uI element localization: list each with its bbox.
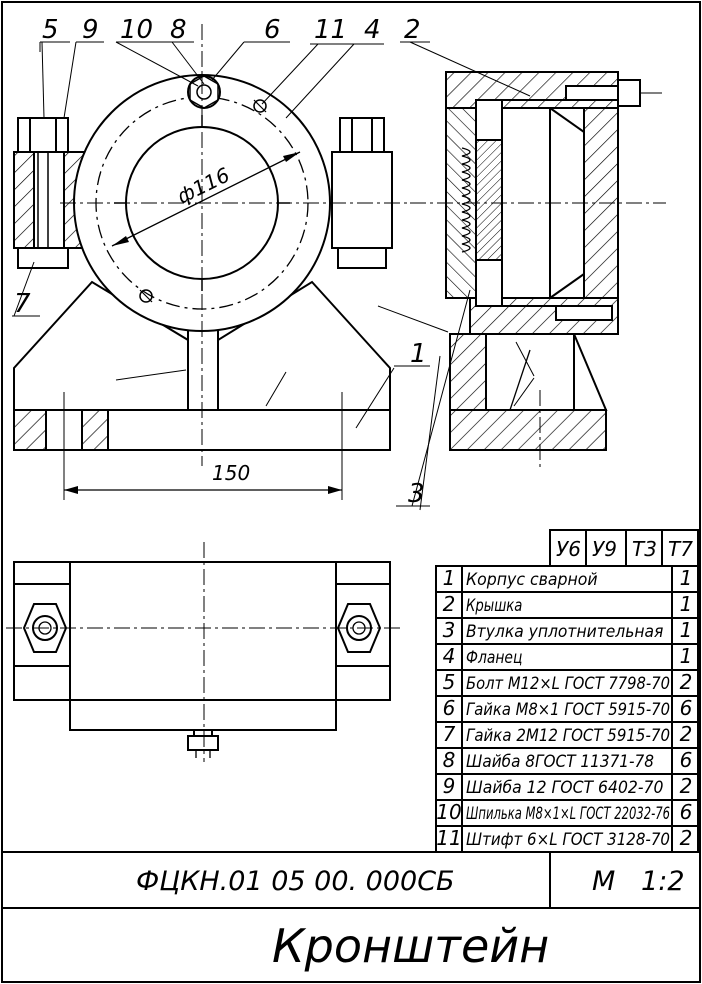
support-post (187, 329, 219, 411)
callout-5: 5 (42, 15, 59, 45)
scale-label: М 1:2 (592, 866, 685, 897)
lug-right (331, 151, 393, 249)
callout-9: 9 (82, 15, 99, 45)
table-row-quantity: 1 (680, 592, 693, 616)
table-row-name: Шайба 12 ГОСТ 6402-70 (466, 778, 663, 798)
table-row-position: 10 (436, 800, 461, 824)
table-row-quantity: 6 (680, 800, 693, 824)
table-row-position: 1 (443, 566, 456, 590)
table-row-name: Фланец (466, 648, 522, 668)
base-hatch-left (13, 409, 47, 451)
table-row-name: Гайка 2М12 ГОСТ 5915-70 (466, 726, 670, 746)
table-row-name: Втулка уплотнительная (466, 622, 663, 642)
callout-6: 6 (264, 15, 281, 45)
stud-section-top (565, 85, 625, 101)
table-row-position: 6 (443, 696, 456, 720)
table-row-quantity: 6 (680, 748, 693, 772)
pin-bottom (139, 289, 153, 303)
drawing-title: Кронштейн (272, 919, 549, 973)
top-view-stud (187, 735, 219, 751)
callout-11: 11 (314, 15, 347, 45)
table-row-position: 5 (443, 670, 456, 694)
table-row-name: Гайка М8×1 ГОСТ 5915-70 (466, 700, 670, 720)
table-row-position: 11 (436, 826, 461, 850)
title-block (2, 851, 700, 909)
table-row-name: Крышка (466, 596, 522, 616)
table-header-2: У9 (592, 537, 617, 561)
base-foot-hatch (449, 409, 607, 451)
table-row-position: 9 (443, 774, 456, 798)
lug-left-hatch (13, 151, 35, 249)
bolt-head-right (339, 117, 385, 153)
table-row-position: 2 (443, 592, 456, 616)
callout-1: 1 (410, 339, 427, 369)
table-header-1: У6 (556, 537, 581, 561)
section-view (377, 41, 666, 511)
base-hatch-mid (81, 409, 109, 451)
callout-2: 2 (404, 15, 421, 45)
table-row-name: Шайба 8ГОСТ 11371-78 (466, 752, 654, 772)
table-row-quantity: 1 (680, 566, 693, 590)
rib-section (485, 333, 608, 411)
table-header-3: Т3 (632, 537, 657, 561)
table-row-quantity: 2 (680, 826, 693, 850)
nut-right-bottom (337, 247, 387, 269)
callout-3: 3 (408, 479, 425, 509)
table-row-name: Штифт 6×L ГОСТ 3128-70 (466, 830, 670, 850)
table-row-quantity: 6 (680, 696, 693, 720)
front-view (13, 24, 420, 500)
table-headers: У6 У9 Т3 Т7 (556, 537, 693, 561)
table-row-name: Болт М12×L ГОСТ 7798-70 (466, 674, 670, 694)
table-row-quantity: 2 (680, 774, 693, 798)
table-row-name: Шпилька М8×1×L ГОСТ 22032-76 (466, 804, 670, 824)
nut-left-bottom (17, 247, 69, 269)
dimension-150: 150 (212, 461, 250, 485)
stud-top (187, 75, 221, 109)
table-row-position: 7 (443, 722, 456, 746)
document-code: ФЦКН.01 05 00. 000СБ (136, 866, 455, 897)
table-row-quantity: 2 (680, 670, 693, 694)
top-view (6, 542, 400, 762)
pin-top (253, 99, 267, 113)
callout-8: 8 (170, 15, 187, 45)
diameter-line (111, 151, 301, 247)
table-row-quantity: 2 (680, 722, 693, 746)
stud-section-bottom (555, 305, 613, 321)
bolt-head-left (17, 117, 69, 153)
table-row-position: 4 (443, 644, 456, 668)
table-row-quantity: 1 (680, 618, 693, 642)
table-row-position: 8 (443, 748, 456, 772)
table-row-name: Корпус сварной (466, 570, 598, 590)
callout-7: 7 (14, 289, 31, 319)
table-row-position: 3 (443, 618, 456, 642)
cover-right-hatch (583, 107, 619, 335)
callout-4: 4 (364, 15, 381, 45)
table-row-quantity: 1 (680, 644, 693, 668)
callout-10: 10 (120, 15, 153, 45)
table-header-4: Т7 (668, 537, 693, 561)
